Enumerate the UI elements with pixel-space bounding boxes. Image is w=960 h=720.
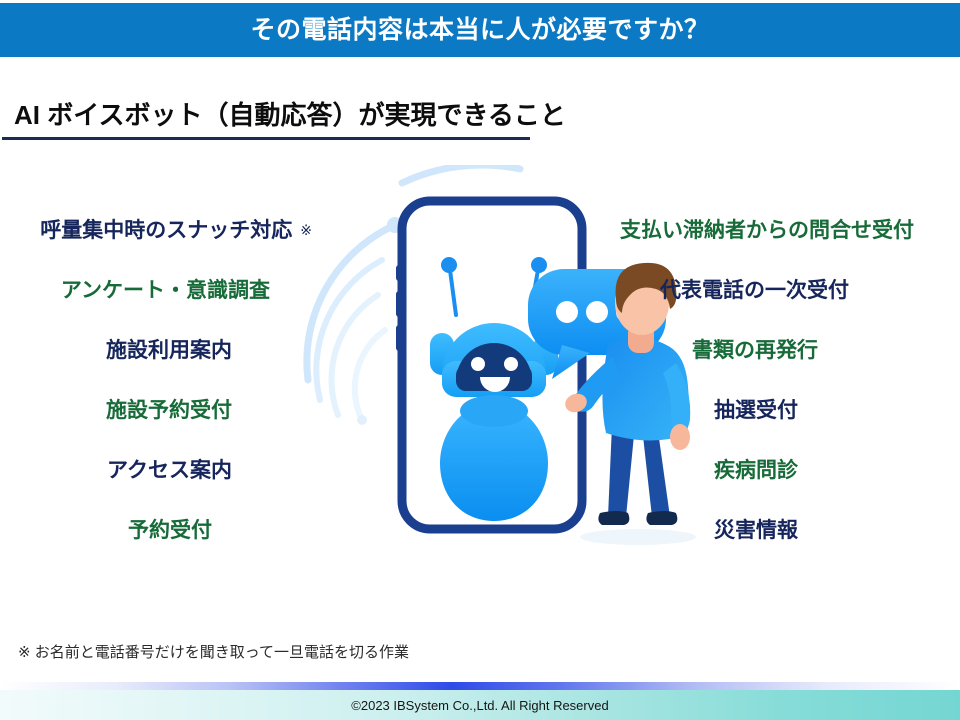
footer-gradient-rule [0,682,960,690]
list-item: アンケート・意識調査 [0,260,330,320]
list-item-label: 疾病問診 [714,458,798,482]
list-item: 呼量集中時のスナッチ対応 ※ [0,200,330,260]
list-item-label: 予約受付 [128,518,212,542]
list-item-label: 支払い滞納者からの問合せ受付 [620,218,914,242]
list-item-label: 書類の再発行 [692,338,818,362]
footnote-marker: ※ [300,222,312,238]
page-title: その電話内容は本当に人が必要ですか？ [250,15,710,44]
list-item-label: 施設予約受付 [106,398,232,422]
list-item: 支払い滞納者からの問合せ受付 [620,200,950,260]
list-item: 災害情報 [620,500,950,560]
list-item: 施設予約受付 [0,380,330,440]
list-item: 予約受付 [0,500,330,560]
chatbot-illustration [290,165,710,565]
footnote-text: ※ お名前と電話番号だけを聞き取って一旦電話を切る作業 [18,644,409,661]
list-item: 疾病問診 [620,440,950,500]
list-item-label: 災害情報 [714,518,798,542]
list-item: 施設利用案内 [0,320,330,380]
section-heading: AI ボイスボット（自動応答）が実現できること [14,100,566,130]
list-item-label: 施設利用案内 [106,338,232,362]
list-item-label: アクセス案内 [107,458,232,482]
list-item: 書類の再発行 [620,320,950,380]
list-item: 抽選受付 [620,380,950,440]
list-item-label: 抽選受付 [714,398,798,422]
subtitle-underline [2,137,530,140]
footer-band: ©2023 IBSystem Co.,Ltd. All Right Reserv… [0,690,960,720]
copyright-text: ©2023 IBSystem Co.,Ltd. All Right Reserv… [351,697,609,713]
standing-person-icon [565,262,696,545]
list-item: アクセス案内 [0,440,330,500]
list-item-label: 呼量集中時のスナッチ対応 [40,218,293,242]
robot-chatbot-avatar-icon [430,257,558,521]
header-bar: その電話内容は本当に人が必要ですか？ [0,3,960,57]
subtitle-block: AI ボイスボット（自動応答）が実現できること [14,100,574,131]
capability-list-left: 呼量集中時のスナッチ対応 ※ アンケート・意識調査 施設利用案内 施設予約受付 … [0,200,330,560]
list-item-label: アンケート・意識調査 [60,278,270,302]
capability-list-right: 支払い滞納者からの問合せ受付 代表電話の一次受付 書類の再発行 抽選受付 疾病問… [620,200,950,560]
list-item: 代表電話の一次受付 [620,260,950,320]
list-item-label: 代表電話の一次受付 [660,278,849,302]
